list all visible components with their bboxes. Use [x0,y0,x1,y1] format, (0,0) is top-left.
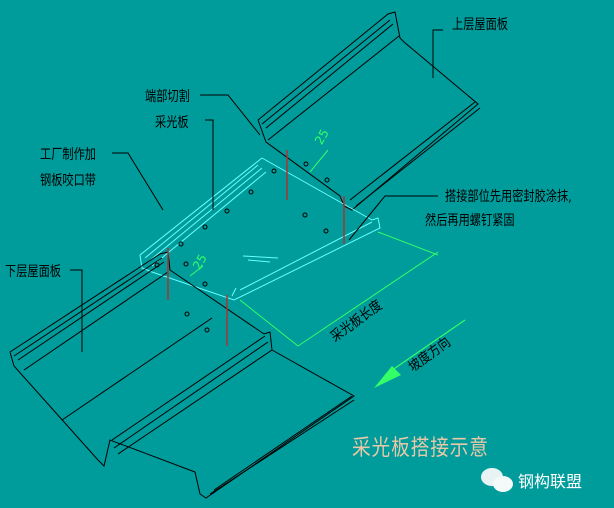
leader-lines [70,29,443,352]
wechat-icon [481,468,513,492]
label-lower-panel: 下层屋面板 [5,264,61,280]
label-lap-line2: 然后再用螺钉紧固 [425,213,515,229]
label-skylight-panel: 采光板 [155,115,189,131]
label-upper-panel: 上层屋面板 [452,17,508,33]
watermark: 钢构联盟 [518,472,583,491]
label-end-cut: 端部切割 [145,89,190,105]
diagram-title: 采光板搭接示意 [352,436,489,461]
label-factory-line2: 钢板咬口带 [40,173,96,189]
lower-roof-panel [9,251,355,499]
screws [167,150,345,346]
skylight-panel [139,157,381,301]
label-lap-line1: 搭接部位先用密封胶涂抹, [445,189,572,205]
upper-roof-panel [257,11,481,211]
label-factory-line1: 工厂制作加 [40,147,96,163]
screw-holes [154,161,330,333]
slope-direction-arrow [374,319,466,388]
dimension-lines [189,149,439,347]
